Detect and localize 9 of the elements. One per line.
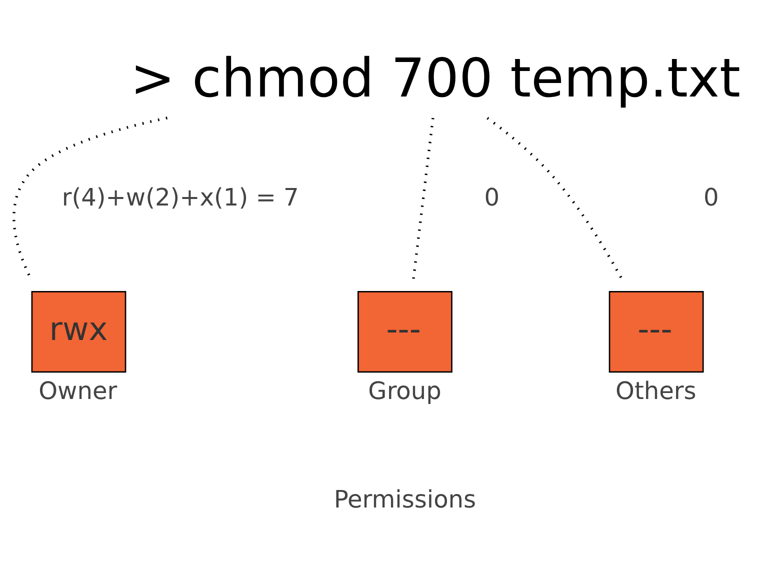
node-label: Owner bbox=[38, 376, 118, 405]
label: Permissions bbox=[334, 484, 476, 513]
node-label: Others bbox=[616, 376, 696, 405]
label: r(4)+w(2)+x(1) = 7 bbox=[62, 182, 299, 211]
label: 0 bbox=[703, 182, 719, 211]
node-label: Group bbox=[368, 376, 442, 405]
label: 0 bbox=[484, 182, 500, 211]
node-text: > chmod 700 temp.txt bbox=[130, 46, 741, 109]
connector bbox=[412, 117, 434, 280]
